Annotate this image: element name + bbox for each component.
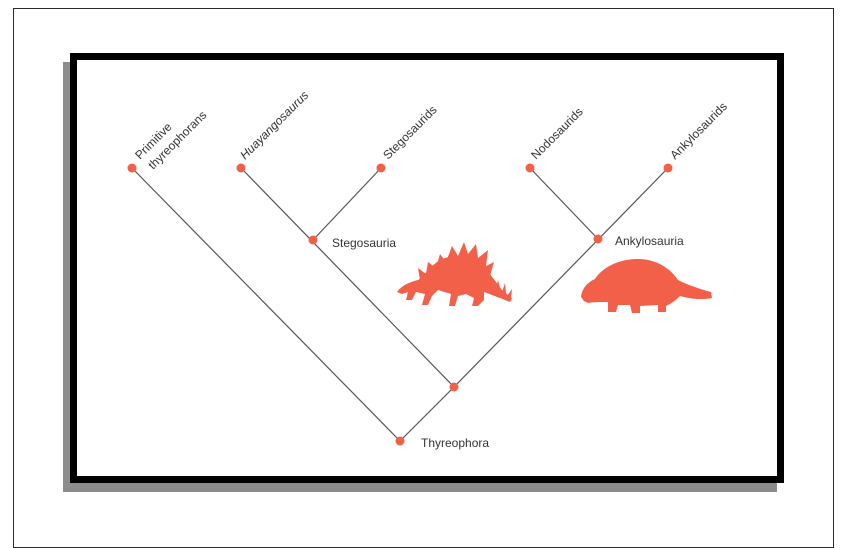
label-thyreophora: Thyreophora	[421, 436, 489, 450]
node-huayangosaurus	[237, 164, 246, 173]
label-huayangosaurus: Huayangosaurus	[237, 88, 311, 162]
node-stegosauria	[309, 236, 318, 245]
cladogram: Primitive thyreophorans Huayangosaurus S…	[0, 0, 845, 533]
node-eurypoda	[450, 383, 459, 392]
edge-thyreophora-node2	[400, 387, 454, 441]
node-nodosaurids	[526, 164, 535, 173]
node-ankylosauria	[594, 235, 603, 244]
node-ankylosaurids	[664, 164, 673, 173]
stegosaurus-silhouette-icon	[397, 242, 512, 306]
label-stegosaurids: Stegosaurids	[380, 103, 439, 162]
label-ankylosauria: Ankylosauria	[615, 234, 684, 248]
label-nodosaurids: Nodosaurids	[528, 105, 586, 163]
node-stegosaurids	[377, 164, 386, 173]
edge-stegosauria-stegosaurids	[313, 168, 381, 240]
edge-ankylosauria-nodosaurids	[530, 168, 598, 239]
node-thyreophora	[396, 437, 405, 446]
cladogram-edges	[132, 168, 668, 441]
cladogram-nodes	[128, 164, 673, 446]
label-stegosauria: Stegosauria	[332, 236, 396, 250]
ankylosaurus-silhouette-icon	[581, 259, 712, 313]
node-primitive-thyreophorans	[128, 164, 137, 173]
label-ankylosaurids: Ankylosaurids	[667, 99, 730, 162]
edge-primitive-thyreophora	[132, 168, 400, 441]
